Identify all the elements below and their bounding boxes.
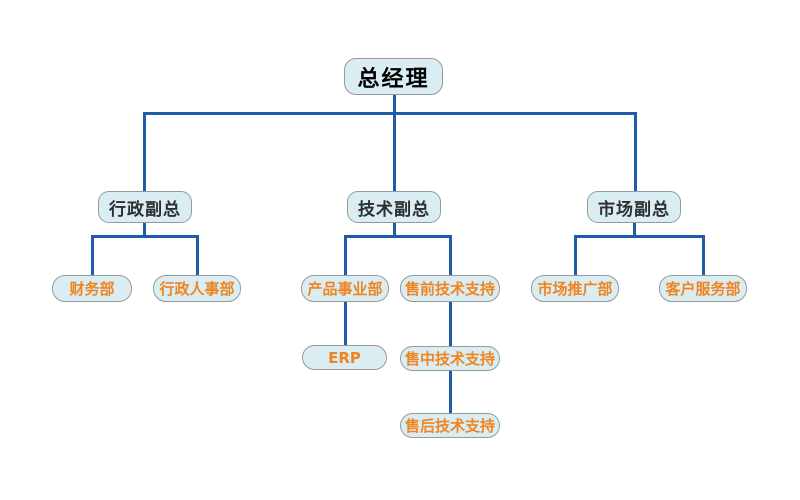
connector-line — [448, 300, 452, 348]
connector-line — [392, 93, 396, 193]
connector-line — [142, 221, 146, 238]
node-customer-service-dept: 客户服务部 — [659, 275, 747, 302]
connector-line — [701, 234, 705, 277]
connector-line — [90, 234, 199, 238]
node-finance-dept: 财务部 — [52, 275, 132, 302]
node-midsales-support: 售中技术支持 — [400, 346, 500, 371]
node-product-division: 产品事业部 — [301, 275, 389, 302]
connector-line — [142, 111, 637, 115]
connector-line — [343, 234, 452, 238]
connector-line — [573, 234, 705, 238]
connector-line — [195, 234, 199, 277]
node-erp: ERP — [302, 345, 387, 370]
connector-line — [632, 221, 636, 238]
connector-line — [633, 111, 637, 193]
node-general-manager: 总经理 — [344, 58, 443, 95]
connector-line — [392, 221, 396, 238]
connector-line — [448, 234, 452, 277]
node-aftersales-support: 售后技术支持 — [400, 413, 500, 438]
connector-line — [142, 111, 146, 193]
node-admin-hr-dept: 行政人事部 — [153, 275, 241, 302]
connector-line — [573, 234, 577, 277]
node-admin-vp: 行政副总 — [98, 191, 192, 223]
node-market-vp: 市场副总 — [587, 191, 681, 223]
connector-line — [343, 300, 347, 347]
node-market-promotion-dept: 市场推广部 — [531, 275, 619, 302]
node-tech-vp: 技术副总 — [347, 191, 441, 223]
connector-line — [448, 369, 452, 415]
connector-line — [90, 234, 94, 277]
connector-line — [343, 234, 347, 277]
node-presales-support: 售前技术支持 — [400, 275, 500, 302]
